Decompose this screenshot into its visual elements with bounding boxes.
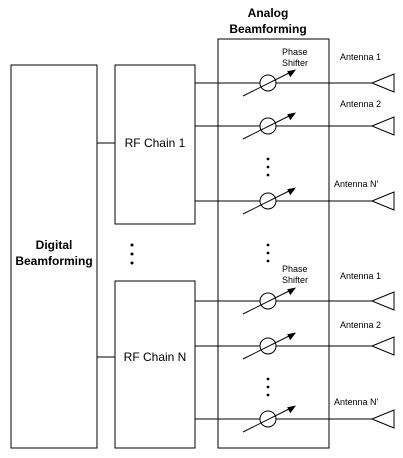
antenna-path-g2-2: Antenna 2 (195, 320, 395, 360)
phase-shifter-label-2-line2: Shifter (282, 275, 308, 285)
antenna-icon (370, 336, 395, 356)
rf-chain-n-label: RF Chain N (124, 350, 187, 364)
rf-chain-1-box (114, 64, 196, 225)
antenna-label: Antenna N' (334, 397, 379, 407)
digital-block (10, 64, 98, 449)
rf-chain-n-box (114, 280, 196, 449)
group-ellipsis-dot (266, 243, 270, 247)
ellipsis-dot (266, 385, 270, 389)
group-ellipsis-dot (266, 251, 270, 255)
antenna-icon (370, 191, 395, 211)
antenna-label: Antenna 2 (340, 320, 381, 330)
antenna-path-g1-2: Antenna 2 (195, 99, 395, 140)
antenna-icon (370, 116, 395, 136)
antenna-icon (370, 291, 395, 311)
analog-title-line2: Beamforming (229, 22, 306, 36)
ellipsis-dot (266, 377, 270, 381)
rf-ellipsis-dot (130, 261, 134, 265)
antenna-label: Antenna N' (334, 179, 379, 189)
digital-title-line1: Digital (36, 238, 73, 252)
ellipsis-dot (266, 157, 270, 161)
ellipsis-dot (266, 393, 270, 397)
rf-chain-1-label: RF Chain 1 (125, 136, 186, 150)
phase-shifter-label-1-line2: Shifter (282, 58, 308, 68)
antenna-path-g1-n: Antenna N' (195, 179, 395, 215)
analog-block (217, 38, 330, 449)
digital-title-line2: Beamforming (15, 254, 92, 268)
antenna-label: Antenna 1 (340, 52, 381, 62)
antenna-path-g2-1: Antenna 1 (195, 271, 395, 315)
antenna-icon (370, 409, 395, 429)
antenna-label: Antenna 2 (340, 99, 381, 109)
ellipsis-dot (266, 165, 270, 169)
antenna-path-g2-n: Antenna N' (195, 397, 395, 433)
antenna-path-g1-1: Antenna 1 (195, 52, 395, 97)
phase-shifter-label-1-line1: Phase (282, 47, 308, 57)
antenna-label: Antenna 1 (340, 271, 381, 281)
phase-shifter-label-2-line1: Phase (282, 264, 308, 274)
group-ellipsis-dot (266, 259, 270, 263)
antenna-icon (370, 73, 395, 93)
rf-ellipsis-dot (130, 243, 134, 247)
rf-ellipsis-dot (130, 252, 134, 256)
analog-title-line1: Analog (248, 6, 289, 20)
ellipsis-dot (266, 173, 270, 177)
